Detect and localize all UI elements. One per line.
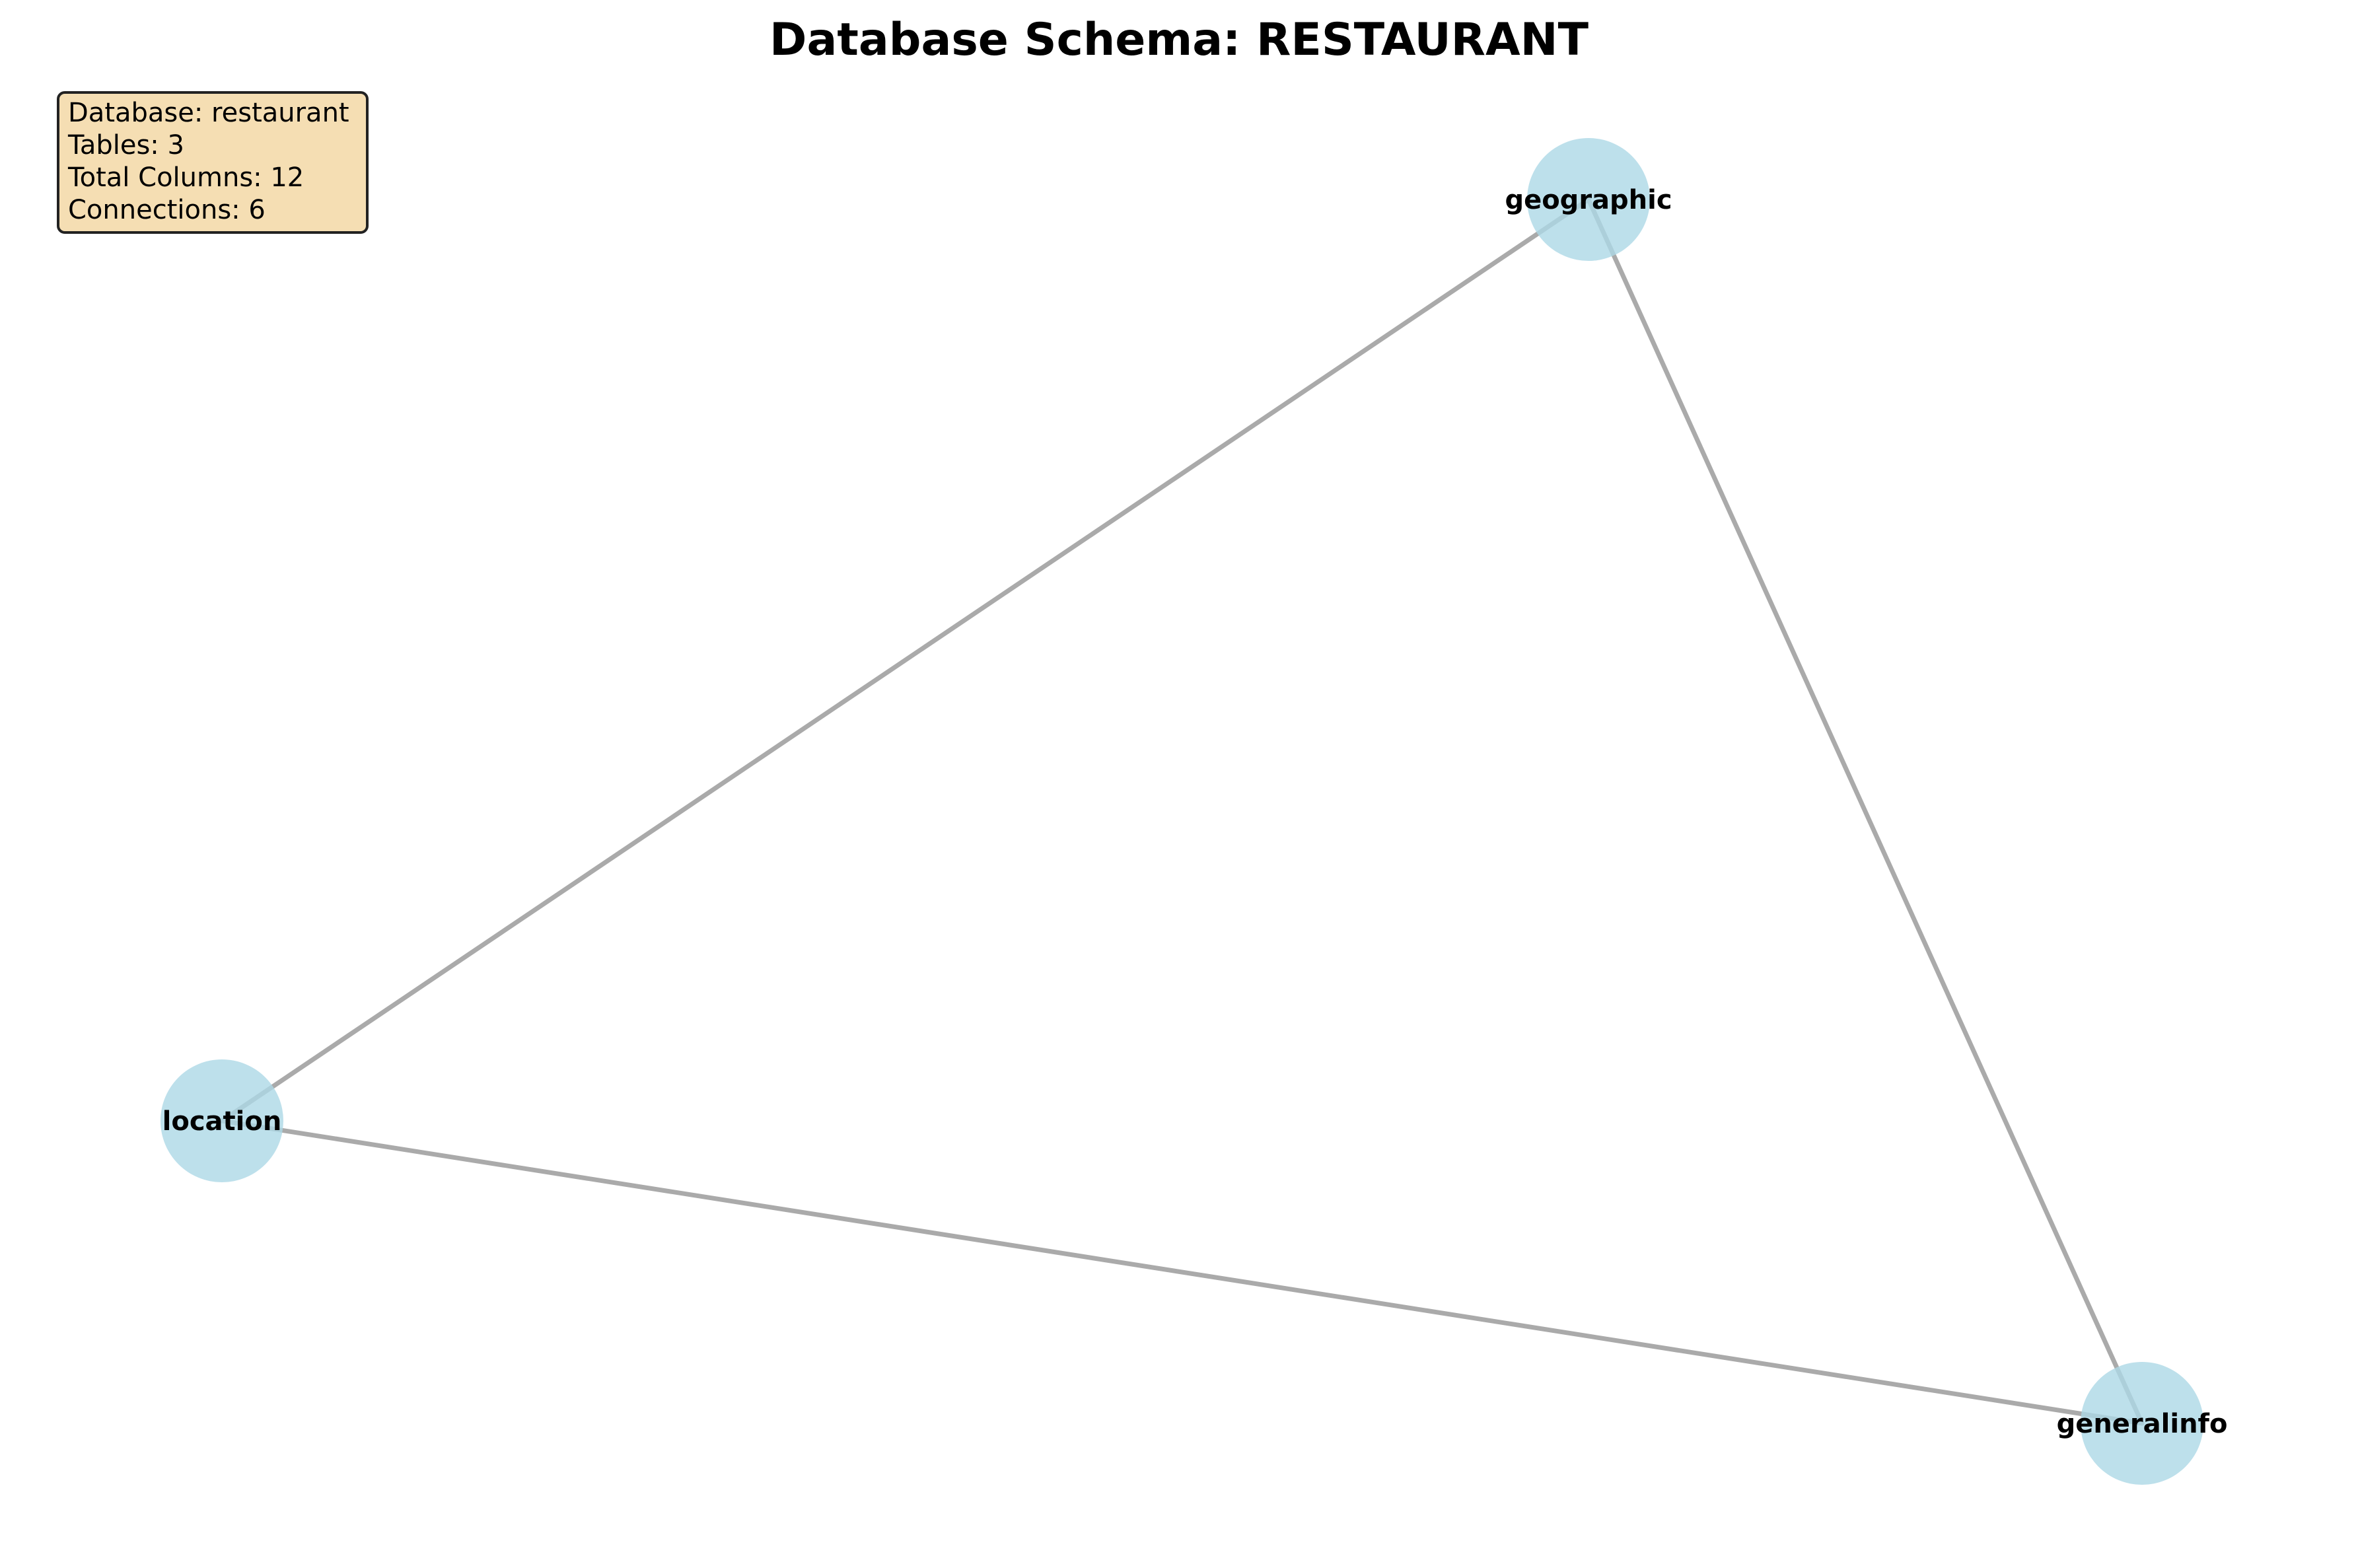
info-total-columns: Total Columns: 12 <box>67 162 304 193</box>
info-tables: Tables: 3 <box>67 130 184 160</box>
node-circle-location <box>161 1059 283 1182</box>
info-box-background <box>57 91 369 234</box>
node-geographic: geographic <box>1505 138 1672 261</box>
node-generalinfo: generalinfo <box>2057 1362 2228 1485</box>
node-circle-generalinfo <box>2081 1362 2203 1485</box>
node-location: location <box>161 1059 283 1182</box>
diagram-title: Database Schema: RESTAURANT <box>769 14 1589 66</box>
nodes-layer: geographic location generalinfo <box>161 138 2227 1485</box>
info-box: Database: restaurant Tables: 3 Total Col… <box>57 91 369 234</box>
node-label-geographic: geographic <box>1505 185 1672 215</box>
edge-geographic-location <box>219 197 1591 1123</box>
edge-location-generalinfo <box>219 1118 2145 1426</box>
node-label-generalinfo: generalinfo <box>2057 1409 2228 1439</box>
info-connections: Connections: 6 <box>68 195 266 225</box>
info-database: Database: restaurant <box>68 98 349 128</box>
edge-geographic-generalinfo <box>1586 197 2145 1426</box>
node-label-location: location <box>162 1106 282 1137</box>
node-circle-geographic <box>1527 138 1650 261</box>
edges-layer <box>219 197 2145 1426</box>
